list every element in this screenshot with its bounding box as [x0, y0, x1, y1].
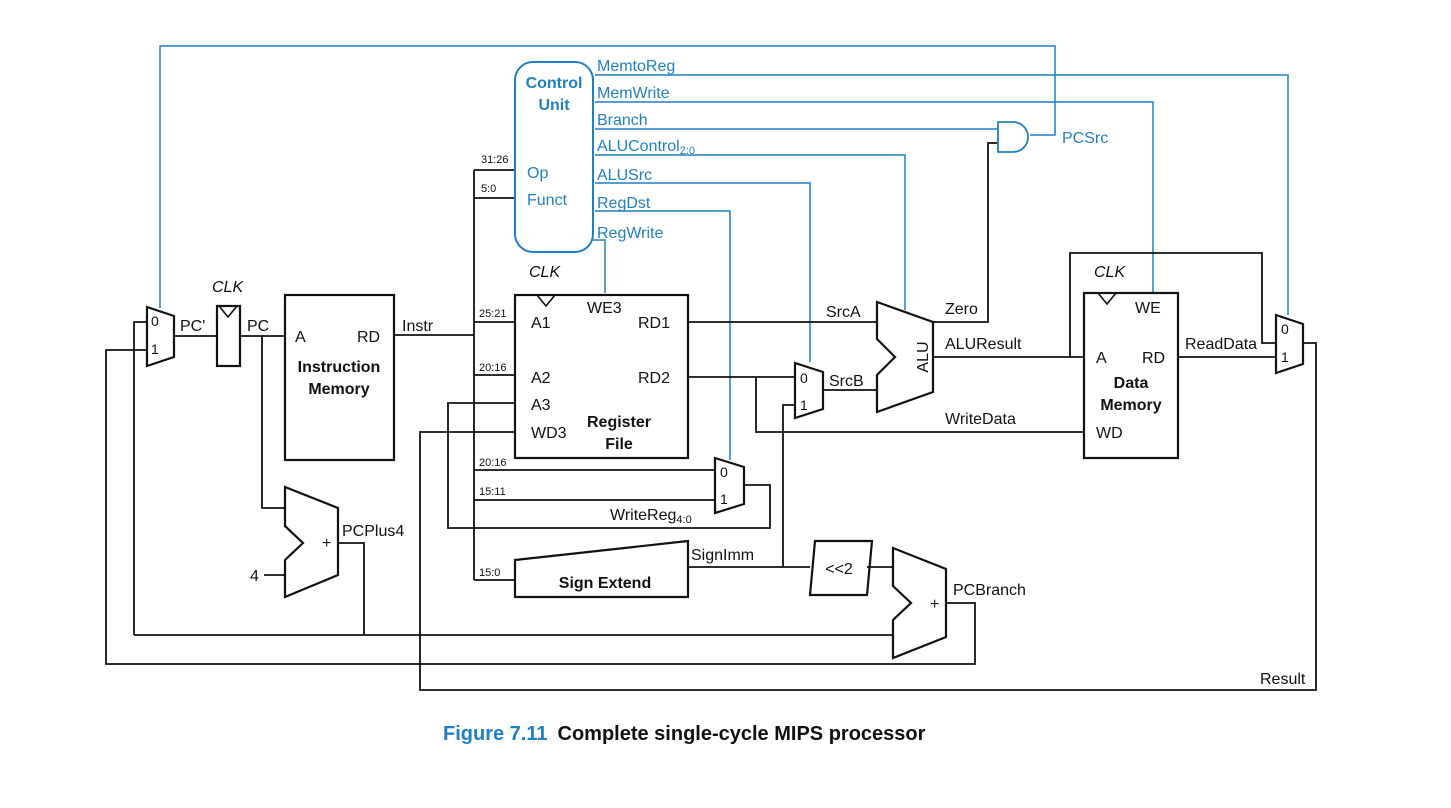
- control-signal-labels: MemtoReg MemWrite Branch ALUControl2:0 A…: [597, 58, 1108, 242]
- label-zero: Zero: [945, 301, 978, 318]
- label-pc: PC: [247, 318, 269, 335]
- regfile-rd2: RD2: [638, 370, 670, 387]
- control-unit: Control Unit Op Funct: [514, 61, 594, 253]
- control-wires: [159, 45, 1289, 460]
- control-unit-funct: Funct: [527, 192, 568, 209]
- label-writereg-name: WriteReg: [610, 507, 676, 524]
- control-unit-op: Op: [527, 165, 548, 182]
- signal-alucontrol-sub: 2:0: [680, 145, 695, 157]
- regfile-a3: A3: [531, 397, 551, 414]
- figure-caption: Figure 7.11 Complete single-cycle MIPS pr…: [443, 723, 926, 745]
- writereg-mux: 0 1: [713, 456, 746, 515]
- pcbranch-plus: +: [930, 596, 939, 613]
- const-four: 4: [250, 568, 259, 585]
- label-aluresult: ALUResult: [945, 336, 1022, 353]
- signal-alusrc: ALUSrc: [597, 167, 652, 184]
- label-result: Result: [1260, 671, 1306, 688]
- label-writereg-sub: 4:0: [676, 514, 691, 526]
- caption-number: Figure 7.11: [443, 723, 548, 745]
- alu-label: ALU: [915, 341, 932, 372]
- writereg-mux-input-0: 0: [720, 464, 728, 480]
- bit-field-labels: 31:26 5:0 25:21 20:16 20:16 15:11 15:0: [479, 154, 509, 579]
- sign-extend-label: Sign Extend: [559, 575, 651, 592]
- caption-line: Figure 7.11 Complete single-cycle MIPS pr…: [443, 723, 926, 745]
- data-wires: [105, 142, 1317, 691]
- label-srca: SrcA: [826, 304, 861, 321]
- label-writereg: WriteReg4:0: [610, 507, 692, 526]
- result-mux-input-0: 0: [1281, 321, 1289, 337]
- field-rt-mux: 20:16: [479, 457, 507, 469]
- dmem-we: WE: [1135, 300, 1161, 317]
- regfile-rd1: RD1: [638, 315, 670, 332]
- label-instr: Instr: [402, 318, 434, 335]
- regfile-clk-label: CLK: [529, 264, 561, 281]
- alu: ALU: [875, 300, 935, 414]
- srcb-mux: 0 1: [793, 361, 825, 420]
- result-mux: 0 1: [1274, 313, 1305, 375]
- control-unit-title-1: Control: [526, 75, 583, 92]
- control-unit-title-2: Unit: [538, 97, 570, 114]
- caption-text: Complete single-cycle MIPS processor: [558, 723, 926, 745]
- shift-label: <<2: [825, 561, 853, 578]
- signal-regdst: RegDst: [597, 195, 651, 212]
- dmem-clk-label: CLK: [1094, 264, 1126, 281]
- field-rt: 20:16: [479, 362, 507, 374]
- writereg-mux-input-1: 1: [720, 491, 728, 507]
- label-pcbranch: PCBranch: [953, 582, 1026, 599]
- label-pcplus4: PCPlus4: [342, 523, 404, 540]
- regfile-title-1: Register: [587, 414, 651, 431]
- result-mux-input-1: 1: [1281, 349, 1289, 365]
- srcb-mux-input-0: 0: [800, 370, 808, 386]
- signal-memwrite: MemWrite: [597, 85, 670, 102]
- shift-left-2: <<2: [808, 539, 874, 597]
- field-imm: 15:0: [479, 567, 500, 579]
- srcb-mux-input-1: 1: [800, 397, 808, 413]
- regfile-title-2: File: [605, 436, 633, 453]
- signal-labels: PC' PC Instr PCPlus4 SrcA SrcB Zero ALUR…: [180, 301, 1306, 688]
- instruction-memory: A RD Instruction Memory: [283, 293, 396, 462]
- label-srcb: SrcB: [829, 373, 864, 390]
- dmem-title-2: Memory: [1100, 397, 1161, 414]
- dmem-port-wd: WD: [1096, 425, 1123, 442]
- sign-extend: Sign Extend: [513, 539, 690, 599]
- imem-port-rd: RD: [357, 329, 380, 346]
- signal-pcsrc: PCSrc: [1062, 130, 1108, 147]
- pc-clk-label: CLK: [212, 279, 244, 296]
- regfile-we3: WE3: [587, 300, 622, 317]
- data-memory: CLK WE A RD Data Memory WD: [1082, 264, 1180, 460]
- field-op: 31:26: [481, 154, 509, 166]
- label-writedata: WriteData: [945, 411, 1016, 428]
- pc-mux-input-1: 1: [151, 341, 159, 357]
- field-rd: 15:11: [479, 486, 506, 498]
- regfile-a1: A1: [531, 315, 551, 332]
- pcplus4-adder: + 4: [250, 485, 340, 599]
- label-signimm: SignImm: [691, 547, 754, 564]
- register-file: CLK WE3 A1 RD1 A2 RD2 A3 WD3 Register Fi…: [513, 264, 690, 460]
- signal-regwrite: RegWrite: [597, 225, 663, 242]
- signal-alucontrol: ALUControl2:0: [597, 138, 695, 157]
- pc-mux: 0 1: [145, 305, 176, 368]
- signal-branch: Branch: [597, 112, 648, 129]
- pcplus4-plus: +: [322, 535, 331, 552]
- imem-title-2: Memory: [308, 381, 369, 398]
- dmem-port-rd: RD: [1142, 350, 1165, 367]
- signal-alucontrol-name: ALUControl: [597, 138, 680, 155]
- and-gate: [997, 121, 1029, 153]
- label-readdata: ReadData: [1185, 336, 1257, 353]
- regfile-wd3: WD3: [531, 425, 567, 442]
- field-rs: 25:21: [479, 308, 507, 320]
- imem-port-a: A: [295, 329, 306, 346]
- signal-memtoreg: MemtoReg: [597, 58, 675, 75]
- label-pc-prime: PC': [180, 318, 205, 335]
- pcbranch-adder: +: [891, 546, 948, 660]
- imem-title-1: Instruction: [298, 359, 381, 376]
- field-funct: 5:0: [481, 183, 496, 195]
- dmem-title-1: Data: [1114, 375, 1149, 392]
- dmem-port-a: A: [1096, 350, 1107, 367]
- pc-mux-input-0: 0: [151, 313, 159, 329]
- regfile-a2: A2: [531, 370, 551, 387]
- pc-register: CLK: [212, 279, 244, 368]
